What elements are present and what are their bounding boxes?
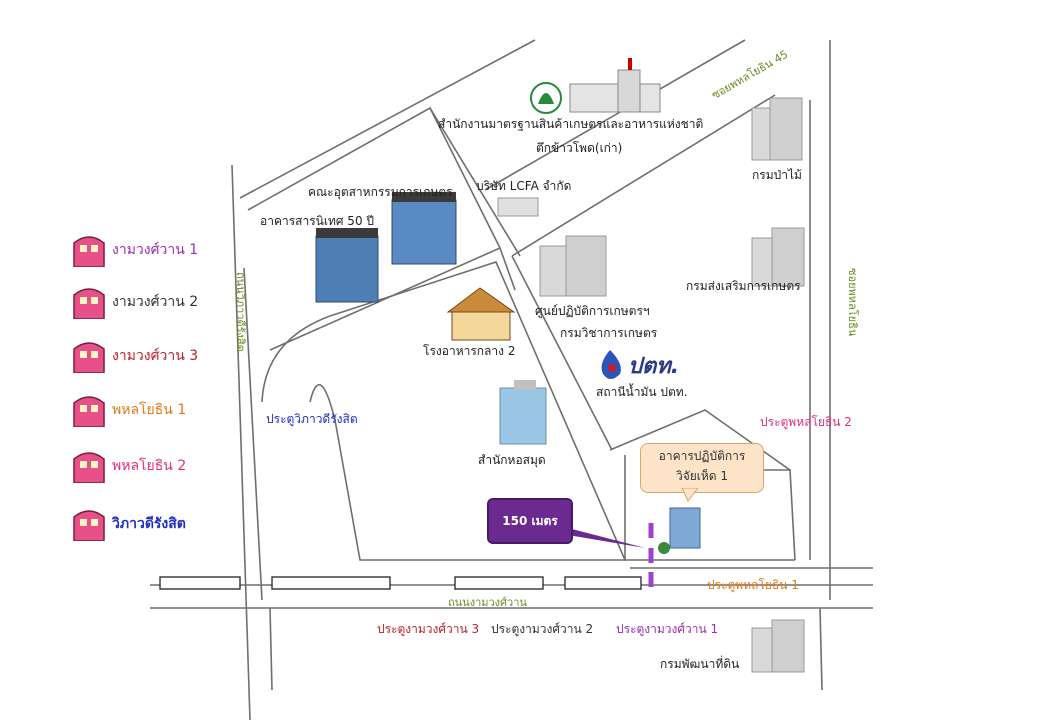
gate-label-phahon-2: ประตูพหลโยธิน 2 — [760, 415, 852, 429]
road-label-soi-phahon: ซอยพหลโยธิน — [846, 268, 859, 337]
legend-item: งามวงศ์วาน 3 — [72, 338, 198, 374]
building-icon-land-dev — [751, 619, 805, 673]
legend-item: พหลโยธิน 1 — [72, 392, 186, 428]
building-icon-research — [539, 235, 607, 297]
legend-label: งามวงศ์วาน 3 — [112, 348, 199, 364]
ptt-logo-text: ปตท. — [628, 354, 680, 379]
gate-door-icon — [73, 288, 105, 319]
label-cafeteria: โรงอาหารกลาง 2 — [423, 344, 516, 358]
road-network — [150, 39, 873, 720]
road-medians — [159, 576, 642, 590]
legend-label: พหลโยธิน 2 — [112, 458, 187, 474]
label-extension: กรมส่งเสริมการเกษตร — [686, 279, 801, 293]
legend-item: งามวงศ์วาน 2 — [72, 284, 198, 320]
label-acfs: สำนักงานมาตรฐานสินค้าเกษตรและอาหารแห่งชา… — [438, 117, 704, 131]
callout-line-1: อาคารปฏิบัติการ — [658, 449, 746, 463]
ptt-logo-icon — [601, 350, 621, 379]
acfs-logo-icon — [530, 82, 562, 114]
mushroom-lab-callout: อาคารปฏิบัติการ วิจัยเห็ด 1 — [640, 443, 764, 493]
building-icon-glass-2 — [391, 192, 457, 265]
gate-door-icon — [73, 396, 105, 427]
label-ptt-station: สถานีน้ำมัน ปตท. — [596, 385, 688, 399]
callout-line-2: วิจัยเห็ด 1 — [675, 469, 729, 483]
legend-item: งามวงศ์วาน 1 — [72, 232, 198, 268]
road-label-vibhavadi: ถนนวิภาวดีรังสิต — [234, 272, 247, 352]
label-old-building: ตึกข้าวโพด(เก่า) — [536, 141, 623, 155]
legend-label: งามวงศ์วาน 1 — [112, 242, 199, 258]
label-lcfa: บริษัท LCFA จำกัด — [476, 179, 572, 193]
label-agro-industry: คณะอุตสาหกรรมการเกษตร — [308, 185, 453, 199]
building-icon-acfs — [569, 58, 661, 113]
gate-label-phahon-1: ประตูพหลโยธิน 1 — [707, 578, 799, 592]
label-land-dev: กรมพัฒนาที่ดิน — [660, 657, 740, 671]
callout-pointer — [681, 488, 699, 502]
gate-label-ngam-2: ประตูงามวงศ์วาน 2 — [491, 622, 594, 636]
distance-badge: 150 เมตร — [487, 498, 573, 544]
building-icon-forestry — [751, 97, 803, 161]
gate-label-ngam-1: ประตูงามวงศ์วาน 1 — [616, 622, 719, 636]
legend-label: งามวงศ์วาน 2 — [112, 294, 199, 310]
building-icon-glass-1 — [315, 228, 379, 303]
house-icon-cafeteria — [446, 287, 516, 341]
label-research-center: ศูนย์ปฏิบัติการเกษตรฯ — [535, 304, 650, 318]
legend-item: วิภาวดีรังสิต — [72, 506, 186, 542]
building-icon-extension — [751, 227, 805, 287]
legend-item: พหลโยธิน 2 — [72, 448, 186, 484]
gate-door-icon — [73, 342, 105, 373]
gate-door-icon — [73, 236, 105, 267]
building-icon-lcfa — [497, 197, 539, 217]
gate-door-icon — [73, 452, 105, 483]
label-forestry: กรมป่าไม้ — [752, 168, 802, 182]
label-agri-dept: กรมวิชาการเกษตร — [560, 326, 658, 340]
gate-label-ngam-3: ประตูงามวงศ์วาน 3 — [377, 622, 480, 636]
gate-label-vibhavadi: ประตูวิภาวดีรังสิต — [266, 412, 358, 426]
building-icon-mushroom-lab — [658, 507, 701, 554]
road-label-ngamwongwan: ถนนงามวงศ์วาน — [448, 596, 527, 609]
gate-door-icon — [73, 510, 105, 541]
label-library: สำนักหอสมุด — [478, 453, 546, 467]
legend-label: พหลโยธิน 1 — [112, 402, 187, 418]
label-building-50: อาคารสารนิเทศ 50 ปี — [260, 214, 375, 228]
legend-label: วิภาวดีรังสิต — [112, 516, 186, 532]
building-icon-library — [499, 380, 547, 445]
distance-pointer — [568, 528, 645, 548]
